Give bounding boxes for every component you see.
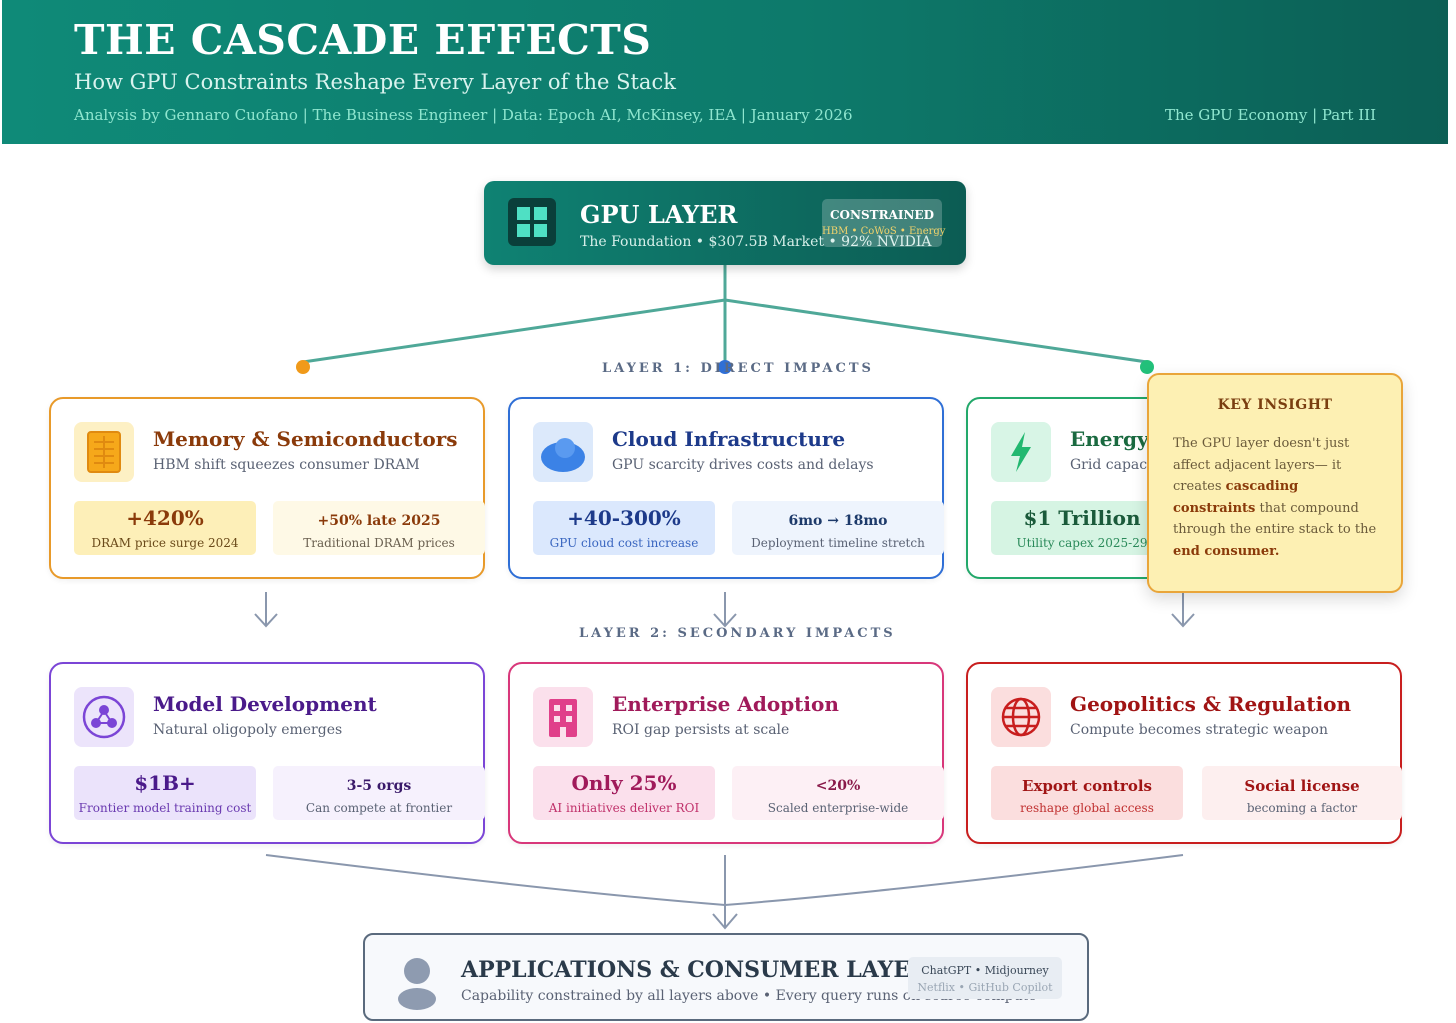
stat-value: +50% late 2025 — [317, 513, 441, 529]
header-banner: THE CASCADE EFFECTS How GPU Constraints … — [2, 0, 1448, 144]
stat-value: <20% — [815, 778, 861, 794]
stat-label: Frontier model training cost — [78, 801, 252, 815]
stat-value: 6mo → 18mo — [788, 513, 888, 529]
insight-text: that compound through the entire stack t… — [1173, 500, 1377, 538]
constrained-badge: CONSTRAINED HBM • CoWoS • Energy — [822, 199, 946, 247]
gpu-chip-icon — [508, 198, 556, 246]
examples-line-1: ChatGPT • Midjourney — [921, 964, 1049, 977]
stat-value: $1B+ — [134, 771, 196, 795]
stat-secondary: 6mo → 18mo Deployment timeline stretch — [732, 501, 944, 555]
stat-label: Traditional DRAM prices — [303, 536, 455, 550]
stat-label: GPU cloud cost increase — [549, 536, 699, 550]
stat-label: Scaled enterprise-wide — [767, 801, 909, 815]
gpu-layer-box: GPU LAYER The Foundation • $307.5B Marke… — [484, 181, 966, 265]
examples-badge: ChatGPT • Midjourney Netflix • GitHub Co… — [908, 957, 1062, 999]
key-insight-body: The GPU layer doesn't just affect adjace… — [1173, 433, 1383, 563]
stat-value: +40-300% — [567, 506, 681, 530]
card-cloud-infrastructure: Cloud Infrastructure GPU scarcity drives… — [508, 397, 944, 579]
stat-label: Deployment timeline stretch — [751, 536, 925, 550]
connector-dot-cloud — [718, 360, 732, 374]
card-enterprise-adoption: Enterprise Adoption ROI gap persists at … — [508, 662, 944, 844]
applications-layer-title: APPLICATIONS & CONSUMER LAYER — [461, 957, 929, 983]
stat-label: Can compete at frontier — [305, 801, 453, 815]
stat-value: Export controls — [1022, 777, 1152, 795]
building-icon — [533, 687, 593, 747]
layer1-label: LAYER 1: DIRECT IMPACTS — [602, 361, 874, 376]
card-memory-semiconductors: Memory & Semiconductors HBM shift squeez… — [49, 397, 485, 579]
memory-chip-icon — [74, 422, 134, 482]
stat-value: 3-5 orgs — [346, 778, 412, 794]
stat-secondary: Social license becoming a factor — [1202, 766, 1402, 820]
globe-icon — [991, 687, 1051, 747]
network-icon — [74, 687, 134, 747]
stat-primary: Export controls reshape global access — [991, 766, 1183, 820]
card-title: Memory & Semiconductors — [153, 427, 458, 451]
card-title: Model Development — [153, 692, 377, 716]
stat-value: $1 Trillion — [1023, 506, 1141, 530]
stat-primary: $1B+ Frontier model training cost — [74, 766, 256, 820]
stat-primary: Only 25% AI initiatives deliver ROI — [533, 766, 715, 820]
stat-primary: +40-300% GPU cloud cost increase — [533, 501, 715, 555]
connector-dot-memory — [296, 360, 310, 374]
stat-secondary: +50% late 2025 Traditional DRAM prices — [273, 501, 485, 555]
card-model-development: Model Development Natural oligopoly emer… — [49, 662, 485, 844]
connector-dot-energy — [1140, 360, 1154, 374]
gpu-layer-title: GPU LAYER — [580, 200, 738, 229]
card-geopolitics-regulation: Geopolitics & Regulation Compute becomes… — [966, 662, 1402, 844]
insight-emphasis: end consumer. — [1173, 543, 1280, 559]
card-title: Enterprise Adoption — [612, 692, 839, 716]
stat-primary: +420% DRAM price surge 2024 — [74, 501, 256, 555]
constrained-badge-label: CONSTRAINED — [830, 208, 934, 222]
lightning-icon — [991, 422, 1051, 482]
stat-label: AI initiatives deliver ROI — [548, 801, 700, 815]
card-subtitle: Compute becomes strategic weapon — [1070, 722, 1328, 738]
card-subtitle: GPU scarcity drives costs and delays — [612, 457, 874, 473]
examples-line-2: Netflix • GitHub Copilot — [917, 981, 1053, 994]
stat-label: DRAM price surge 2024 — [91, 536, 239, 550]
card-title: Geopolitics & Regulation — [1070, 692, 1352, 716]
attribution-text: Analysis by Gennaro Cuofano | The Busine… — [74, 106, 853, 124]
insight-emphasis: cascading constraints — [1173, 479, 1299, 516]
stat-secondary: <20% Scaled enterprise-wide — [732, 766, 944, 820]
gpu-layer-description: The Foundation • $307.5B Market • 92% NV… — [580, 234, 932, 250]
page-title: THE CASCADE EFFECTS — [74, 16, 652, 64]
stat-label: Utility capex 2025-29 — [1016, 536, 1148, 550]
cloud-icon — [533, 422, 593, 482]
stat-label: becoming a factor — [1246, 801, 1358, 815]
card-subtitle: Natural oligopoly emerges — [153, 722, 343, 738]
key-insight-heading: KEY INSIGHT — [1217, 397, 1333, 413]
card-subtitle: ROI gap persists at scale — [612, 722, 790, 738]
stat-secondary: 3-5 orgs Can compete at frontier — [273, 766, 485, 820]
constrained-badge-detail: HBM • CoWoS • Energy — [822, 226, 946, 237]
stat-value: Only 25% — [571, 771, 677, 795]
page-subtitle: How GPU Constraints Reshape Every Layer … — [74, 70, 676, 94]
stat-value: Social license — [1244, 777, 1360, 795]
stat-primary: $1 Trillion Utility capex 2025-29 — [991, 501, 1173, 555]
series-label: The GPU Economy | Part III — [1165, 106, 1376, 124]
layer2-label: LAYER 2: SECONDARY IMPACTS — [579, 626, 896, 641]
stat-value: +420% — [126, 506, 204, 530]
card-subtitle: HBM shift squeezes consumer DRAM — [153, 457, 420, 473]
insight-text: The GPU layer doesn't just affect adjace… — [1173, 436, 1350, 495]
applications-layer-box: APPLICATIONS & CONSUMER LAYER Capability… — [363, 933, 1089, 1021]
applications-layer-description: Capability constrained by all layers abo… — [461, 988, 1037, 1004]
key-insight-callout: KEY INSIGHT The GPU layer doesn't just a… — [1147, 373, 1403, 593]
card-title: Cloud Infrastructure — [612, 427, 846, 451]
card-subtitle: Grid capacit — [1070, 457, 1158, 473]
user-icon — [395, 955, 439, 1011]
stat-label: reshape global access — [1020, 801, 1154, 815]
